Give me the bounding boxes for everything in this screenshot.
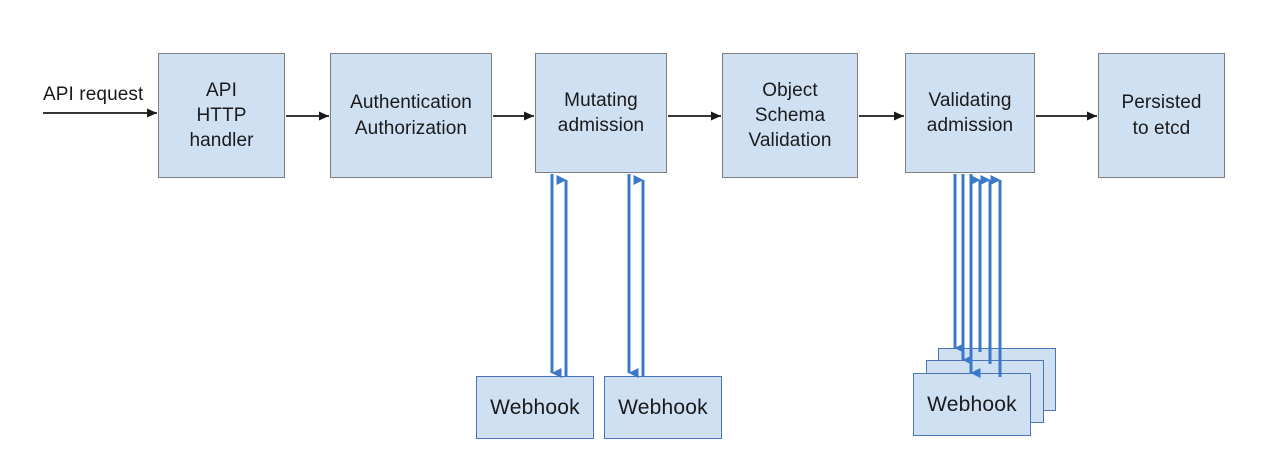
flow-arrow-group <box>43 108 1097 121</box>
webhook-call-group-under <box>550 174 639 378</box>
entry-label-api-request: API request <box>43 84 144 105</box>
webhook-box-mutating-webhook-1: Webhook <box>476 376 594 439</box>
stage-box-api-http-handler: API HTTP handler <box>158 53 285 178</box>
stage-box-object-schema: Object Schema Validation <box>722 53 858 178</box>
webhook-call-group-over <box>556 174 1002 378</box>
stage-box-mutating-admission: Mutating admission <box>535 53 667 173</box>
stage-box-authentication: Authentication Authorization <box>330 53 492 178</box>
stage-box-persisted-to-etcd: Persisted to etcd <box>1098 53 1225 178</box>
webhook-box-mutating-webhook-2: Webhook <box>604 376 722 439</box>
stage-box-validating-admission: Validating admission <box>905 53 1035 173</box>
